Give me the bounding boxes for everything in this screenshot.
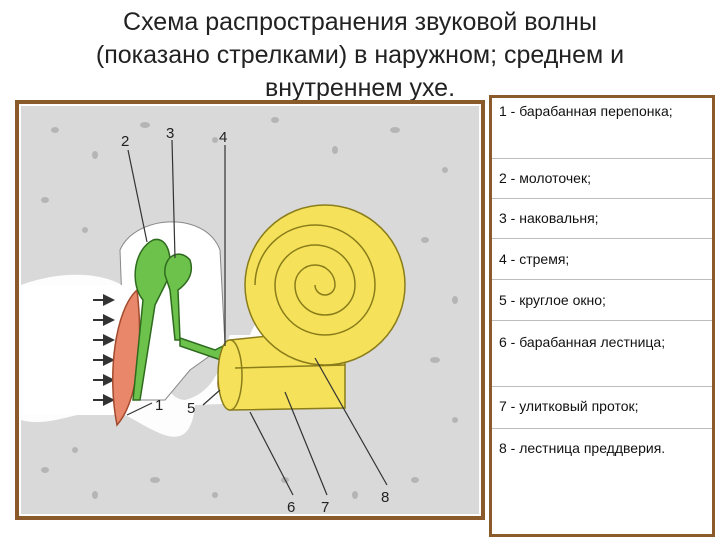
legend-box: 1 - барабанная перепонка; 2 - молоточек;… [489, 95, 715, 537]
figure-label-3: 3 [166, 125, 174, 142]
oval-window [217, 339, 243, 411]
ear-diagram: 1 2 3 4 5 6 7 8 [15, 100, 485, 520]
legend-divider [492, 320, 712, 321]
legend-divider [492, 386, 712, 387]
legend-item-5: 5 - круглое окно; [499, 292, 606, 308]
legend-item-4: 4 - стремя; [499, 251, 570, 267]
legend-item-3: 3 - наковальня; [499, 210, 599, 226]
sound-wave-arrows [93, 294, 115, 406]
title-line-1: Схема распространения звуковой волны [123, 8, 597, 36]
legend-item-2: 2 - молоточек; [499, 170, 591, 186]
legend-item-1: 1 - барабанная перепонка; [499, 103, 673, 119]
figure-label-7: 7 [321, 499, 329, 516]
cochlea-spiral [244, 204, 406, 366]
legend-item-7: 7 - улитковый проток; [499, 398, 639, 414]
legend-divider [492, 158, 712, 159]
figure-label-5: 5 [187, 400, 195, 417]
figure-label-4: 4 [219, 129, 227, 146]
legend-item-6: 6 - барабанная лестница; [499, 334, 666, 350]
figure-label-1: 1 [155, 397, 163, 414]
cochlear-duct [254, 224, 376, 336]
figure-label-8: 8 [381, 489, 389, 506]
malleus [132, 238, 171, 401]
legend-divider [492, 428, 712, 429]
legend-divider [492, 279, 712, 280]
cochlear-duct-base [234, 364, 346, 369]
legend-divider [492, 238, 712, 239]
figure-label-2: 2 [121, 133, 129, 150]
title-line-2: (показано стрелками) в наружном; среднем… [95, 41, 625, 69]
diagram-title: Схема распространения звуковой волны (по… [40, 6, 680, 105]
bone-texture [41, 117, 458, 499]
legend-divider [492, 198, 712, 199]
title-line-3: внутреннем ухе. [264, 74, 456, 102]
legend-item-8: 8 - лестница преддверия. [499, 440, 666, 456]
incus [164, 253, 192, 341]
callout-lines [126, 139, 388, 496]
figure-label-6: 6 [287, 499, 295, 516]
